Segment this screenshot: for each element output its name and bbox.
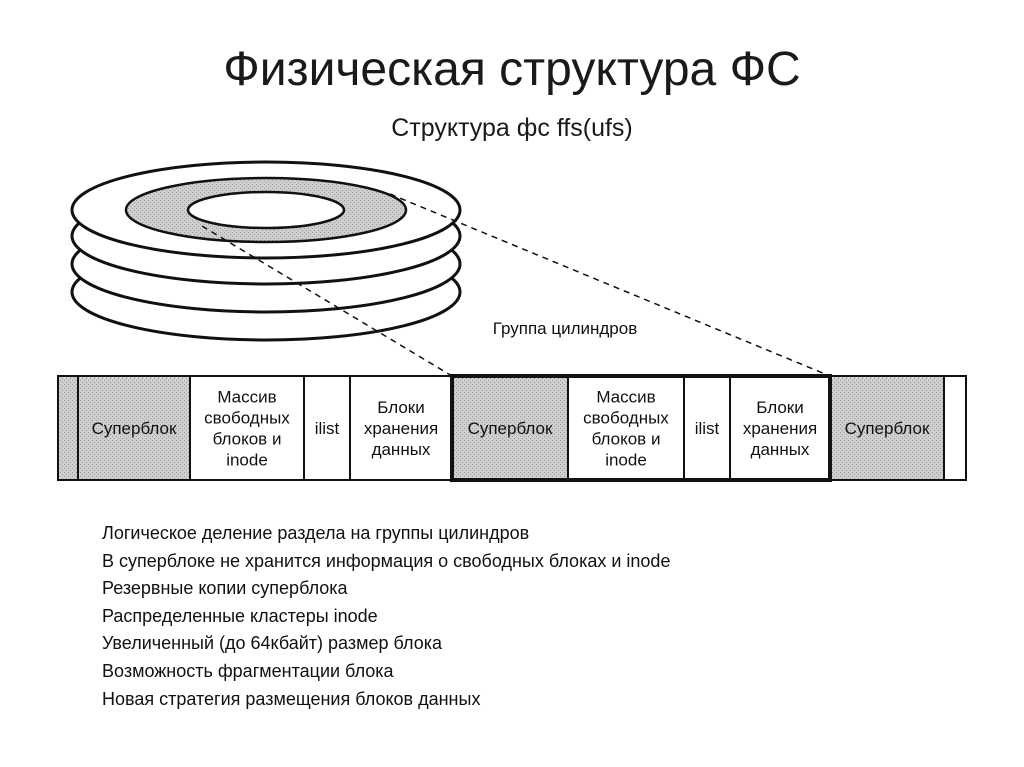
strip-cell-label: хранения — [364, 419, 438, 438]
spindle-hole — [186, 190, 346, 230]
strip-cell: Блоки хранения данных — [729, 375, 831, 481]
cylinder-group-frame — [450, 374, 832, 482]
strip-cell-box — [349, 375, 453, 481]
strip-cell: Массив свободных блоков и inode — [189, 375, 305, 481]
strip-cell-box — [303, 375, 351, 481]
page-subtitle: Структура фс ffs(ufs) — [391, 114, 633, 142]
strip-cell-label: Суперблок — [845, 419, 930, 438]
strip-cell-label: свободных — [583, 408, 669, 427]
strip-cell: ilist — [303, 375, 351, 481]
platter-top — [70, 160, 462, 260]
strip-cell — [57, 375, 79, 481]
strip-cell-label: Блоки — [377, 398, 424, 417]
list-item: В суперблоке не хранится информация о св… — [102, 550, 671, 571]
strip-cell — [943, 375, 967, 481]
strip-cell-label: Суперблок — [92, 419, 177, 438]
list-item: Новая стратегия размещения блоков данных — [102, 688, 481, 709]
strip-cell-box — [189, 375, 305, 481]
strip-cell-box — [729, 375, 831, 481]
strip-cell-label: данных — [751, 440, 810, 459]
disk-stack-icon — [70, 160, 462, 342]
strip-cell: ilist — [683, 375, 731, 481]
strip-cell-box — [943, 375, 967, 481]
strip-cell-label: блоков и — [592, 429, 661, 448]
strip-cell-box — [451, 375, 569, 481]
list-item: Увеличенный (до 64кбайт) размер блока — [102, 633, 442, 654]
strip-cell-label: Суперблок — [468, 419, 553, 438]
strip-cell: Суперблок — [829, 375, 945, 481]
projection-lines — [201, 193, 831, 377]
strip-cell-label: inode — [605, 450, 647, 469]
strip-cell-box — [77, 375, 191, 481]
strip-cell-label: хранения — [743, 419, 817, 438]
strip-cell: Блоки хранения данных — [349, 375, 453, 481]
page-title: Физическая структура ФС — [223, 43, 801, 96]
strip-cell-label: данных — [372, 440, 431, 459]
strip-cell-box — [57, 375, 79, 481]
strip-cell-label: ilist — [695, 419, 720, 438]
strip-cell: Массив свободных блоков и inode — [567, 375, 685, 481]
strip-cell-label: Блоки — [756, 398, 803, 417]
strip-cell-label: ilist — [315, 419, 340, 438]
cylinder-group-label: Группа цилиндров — [493, 319, 638, 338]
list-item: Резервные копии суперблока — [102, 578, 348, 599]
feature-list: Логическое деление раздела на группы цил… — [102, 520, 670, 713]
strip-cell: Суперблок — [77, 375, 191, 481]
strip-cell-label: Массив — [596, 387, 655, 406]
list-item: Логическое деление раздела на группы цил… — [102, 523, 530, 543]
strip-cell: Суперблок — [451, 375, 569, 481]
strip-cell-label: Массив — [217, 387, 276, 406]
list-item: Распределенные кластеры inode — [102, 605, 378, 626]
strip-cell-label: свободных — [204, 408, 290, 427]
list-item: Возможность фрагментации блока — [102, 660, 394, 681]
strip-cell-label: блоков и — [213, 429, 282, 448]
partition-strip: Суперблок Массив свободных блоков и inode ili… — [57, 375, 967, 481]
strip-cell-label: inode — [226, 450, 268, 469]
